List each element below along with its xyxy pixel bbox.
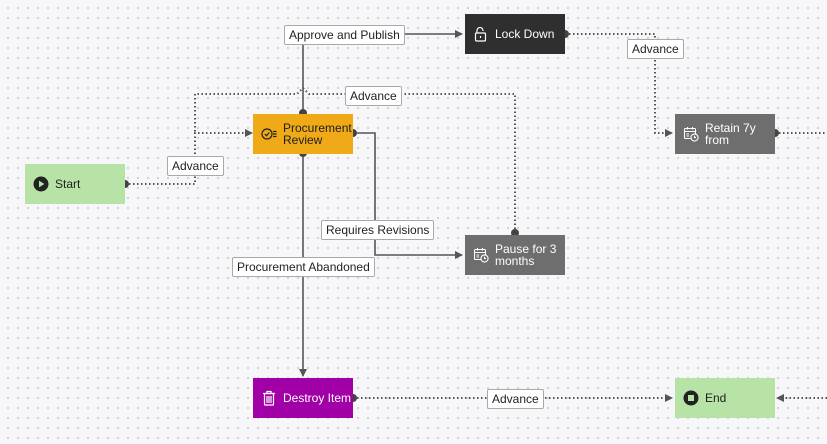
node-label: End — [705, 391, 727, 405]
calendar-clock-icon — [683, 126, 699, 142]
node-retain[interactable]: Retain 7y from — [675, 114, 775, 154]
node-label: Retain 7y from — [705, 121, 756, 147]
calendar-clock-icon — [473, 247, 489, 263]
checklist-icon — [261, 126, 277, 142]
node-pause[interactable]: Pause for 3 months — [465, 235, 565, 275]
edge-label-advance-start-review[interactable]: Advance — [167, 156, 224, 176]
node-lock-down[interactable]: Lock Down — [465, 14, 565, 54]
edge-incoming-to-end[interactable] — [776, 394, 827, 402]
edge-label-requires-revisions[interactable]: Requires Revisions — [321, 220, 435, 240]
node-end[interactable]: End — [675, 378, 775, 418]
lock-icon — [473, 26, 489, 42]
edge-label-advance-lock-retain[interactable]: Advance — [627, 39, 684, 59]
node-procurement-review[interactable]: Procurement Review — [253, 114, 353, 154]
edge-label-approve-and-publish[interactable]: Approve and Publish — [284, 25, 405, 45]
edge-pause-to-review[interactable] — [194, 86, 519, 237]
trash-icon — [261, 390, 277, 406]
node-label: Start — [55, 177, 81, 191]
edge-label-advance-pause-review[interactable]: Advance — [345, 86, 402, 106]
node-label: Lock Down — [495, 27, 555, 41]
node-label: Pause for 3 months — [495, 242, 557, 268]
node-start[interactable]: Start — [25, 164, 125, 204]
node-label: Procurement Review — [283, 121, 352, 147]
node-label: Destroy Item — [283, 391, 352, 405]
edge-label-advance-destroy-end[interactable]: Advance — [487, 389, 544, 409]
stop-circle-icon — [683, 390, 699, 406]
edge-retain-outgoing[interactable] — [771, 129, 827, 137]
node-destroy-item[interactable]: Destroy Item — [253, 378, 353, 418]
play-circle-icon — [33, 176, 49, 192]
edge-label-procurement-abandoned[interactable]: Procurement Abandoned — [232, 257, 375, 277]
